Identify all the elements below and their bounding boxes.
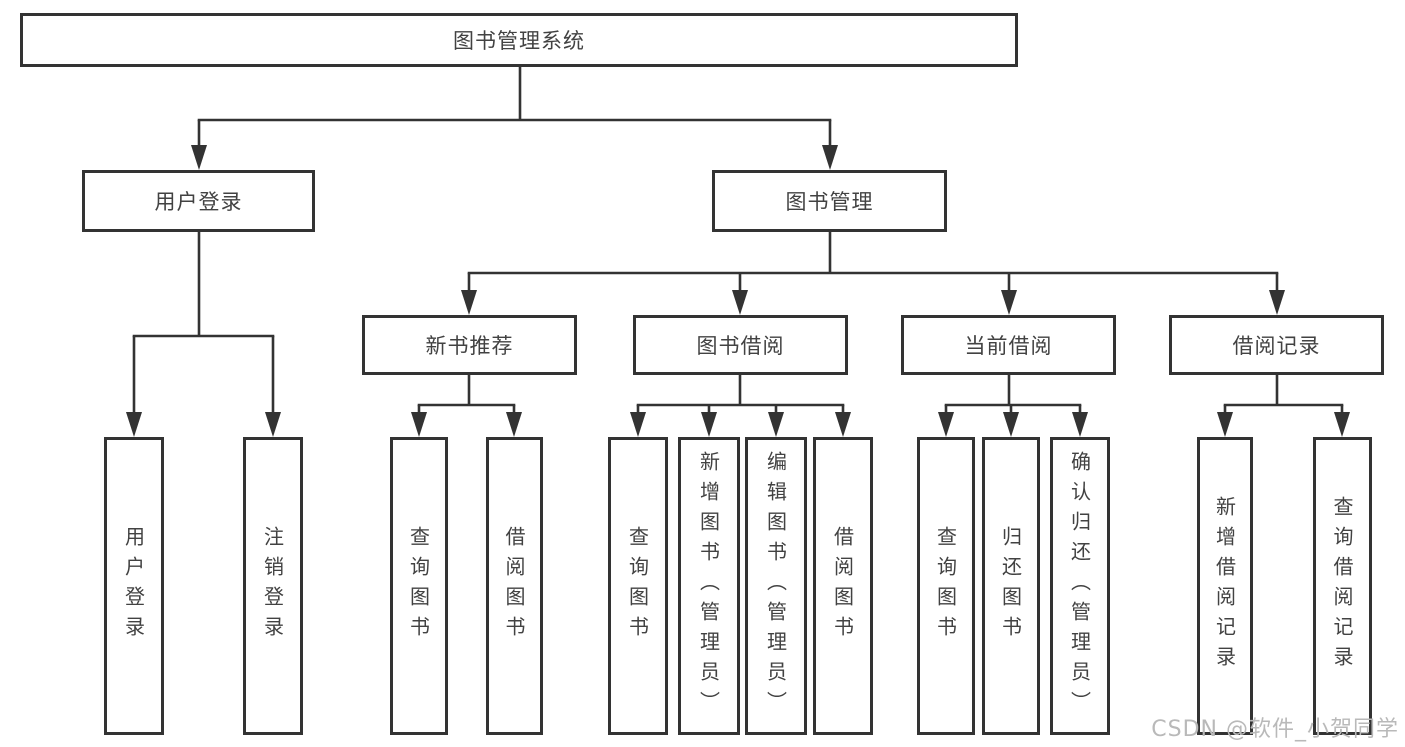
arrow-down-icon [630, 412, 646, 437]
arrow-down-icon [1334, 412, 1350, 437]
node-user-login: 用户登录 [82, 170, 315, 232]
leaf-return-books: 归还图书 [982, 437, 1040, 735]
leaf-label: 确认归还（管理员） [1067, 451, 1092, 721]
leaf-query-borrow-record: 查询借阅记录 [1313, 437, 1372, 735]
arrow-down-icon [1217, 412, 1233, 437]
leaf-label: 新增借阅记录 [1212, 496, 1237, 676]
arrow-down-icon [265, 412, 281, 437]
arrow-down-icon [822, 145, 838, 170]
node-book-management: 图书管理 [712, 170, 947, 232]
node-current-borrowing: 当前借阅 [901, 315, 1116, 375]
arrow-down-icon [1003, 412, 1019, 437]
leaf-edit-books-admin: 编辑图书（管理员） [745, 437, 807, 735]
arrow-down-icon [411, 412, 427, 437]
leaf-label: 查询图书 [625, 526, 650, 646]
node-label: 新书推荐 [425, 334, 514, 358]
leaf-logout: 注销登录 [243, 437, 303, 735]
node-borrowing-records: 借阅记录 [1169, 315, 1384, 375]
node-label: 图书借阅 [696, 334, 785, 358]
leaf-confirm-return-admin: 确认归还（管理员） [1050, 437, 1110, 735]
arrow-down-icon [461, 290, 477, 315]
arrow-down-icon [506, 412, 522, 437]
arrow-down-icon [126, 412, 142, 437]
leaf-label: 查询图书 [406, 526, 431, 646]
arrow-down-icon [835, 412, 851, 437]
arrow-down-icon [1072, 412, 1088, 437]
arrow-down-icon [1001, 290, 1017, 315]
node-label: 图书管理 [785, 190, 874, 214]
arrow-down-icon [732, 290, 748, 315]
node-label: 当前借阅 [964, 334, 1053, 358]
csdn-watermark: CSDN @软件_小贺同学 [1151, 717, 1399, 742]
node-library-management-system: 图书管理系统 [20, 13, 1018, 67]
node-book-borrowing: 图书借阅 [633, 315, 848, 375]
leaf-query-books-borrow: 查询图书 [608, 437, 668, 735]
node-label: 用户登录 [154, 190, 243, 214]
leaf-query-books-current: 查询图书 [917, 437, 975, 735]
leaf-user-login: 用户登录 [104, 437, 164, 735]
leaf-add-borrow-record: 新增借阅记录 [1197, 437, 1253, 735]
leaf-label: 归还图书 [998, 526, 1023, 646]
node-new-book-recommend: 新书推荐 [362, 315, 577, 375]
leaf-borrow-books: 借阅图书 [813, 437, 873, 735]
leaf-label: 注销登录 [260, 526, 285, 646]
node-label: 借阅记录 [1232, 334, 1321, 358]
leaf-label: 查询图书 [933, 526, 958, 646]
leaf-query-books-recommend: 查询图书 [390, 437, 448, 735]
leaf-label: 借阅图书 [502, 526, 526, 646]
arrow-down-icon [938, 412, 954, 437]
leaf-label: 查询借阅记录 [1330, 496, 1354, 676]
arrow-down-icon [701, 412, 717, 437]
leaf-label: 用户登录 [121, 526, 146, 646]
arrow-down-icon [1269, 290, 1285, 315]
leaf-label: 借阅图书 [830, 526, 855, 646]
leaf-label: 新增图书（管理员） [696, 451, 721, 721]
leaf-label: 编辑图书（管理员） [763, 451, 788, 721]
arrow-down-icon [768, 412, 784, 437]
leaf-borrow-books-recommend: 借阅图书 [486, 437, 543, 735]
node-label: 图书管理系统 [453, 29, 585, 53]
arrow-down-icon [191, 145, 207, 170]
leaf-add-books-admin: 新增图书（管理员） [678, 437, 740, 735]
